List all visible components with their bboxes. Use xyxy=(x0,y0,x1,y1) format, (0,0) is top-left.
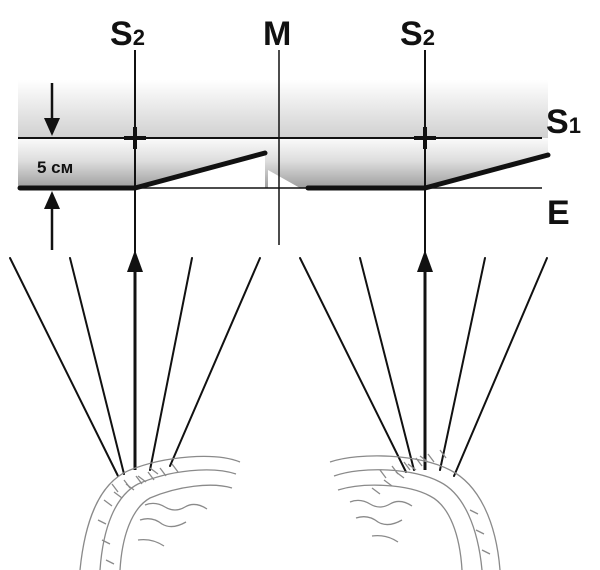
label-s2-right: S2 xyxy=(400,15,435,53)
cross-marker-right xyxy=(414,127,436,149)
beam-rays-left xyxy=(9,257,261,477)
label-s2-left: S2 xyxy=(110,15,145,53)
tire-right xyxy=(329,449,501,570)
beam-center-right xyxy=(417,250,433,470)
beam-rays-right xyxy=(299,257,548,477)
dimension-arrows xyxy=(44,83,60,250)
label-dimension: 5 см xyxy=(37,158,73,177)
cross-marker-left xyxy=(124,127,146,149)
label-e: E xyxy=(547,194,570,232)
wheel-plane-left xyxy=(17,150,268,191)
shaded-band xyxy=(18,80,548,188)
label-m: M xyxy=(263,15,291,53)
label-s1: S1 xyxy=(546,103,581,141)
tire-left xyxy=(79,455,241,570)
wheel-plane-right xyxy=(305,152,551,191)
beam-center-left xyxy=(127,250,143,470)
